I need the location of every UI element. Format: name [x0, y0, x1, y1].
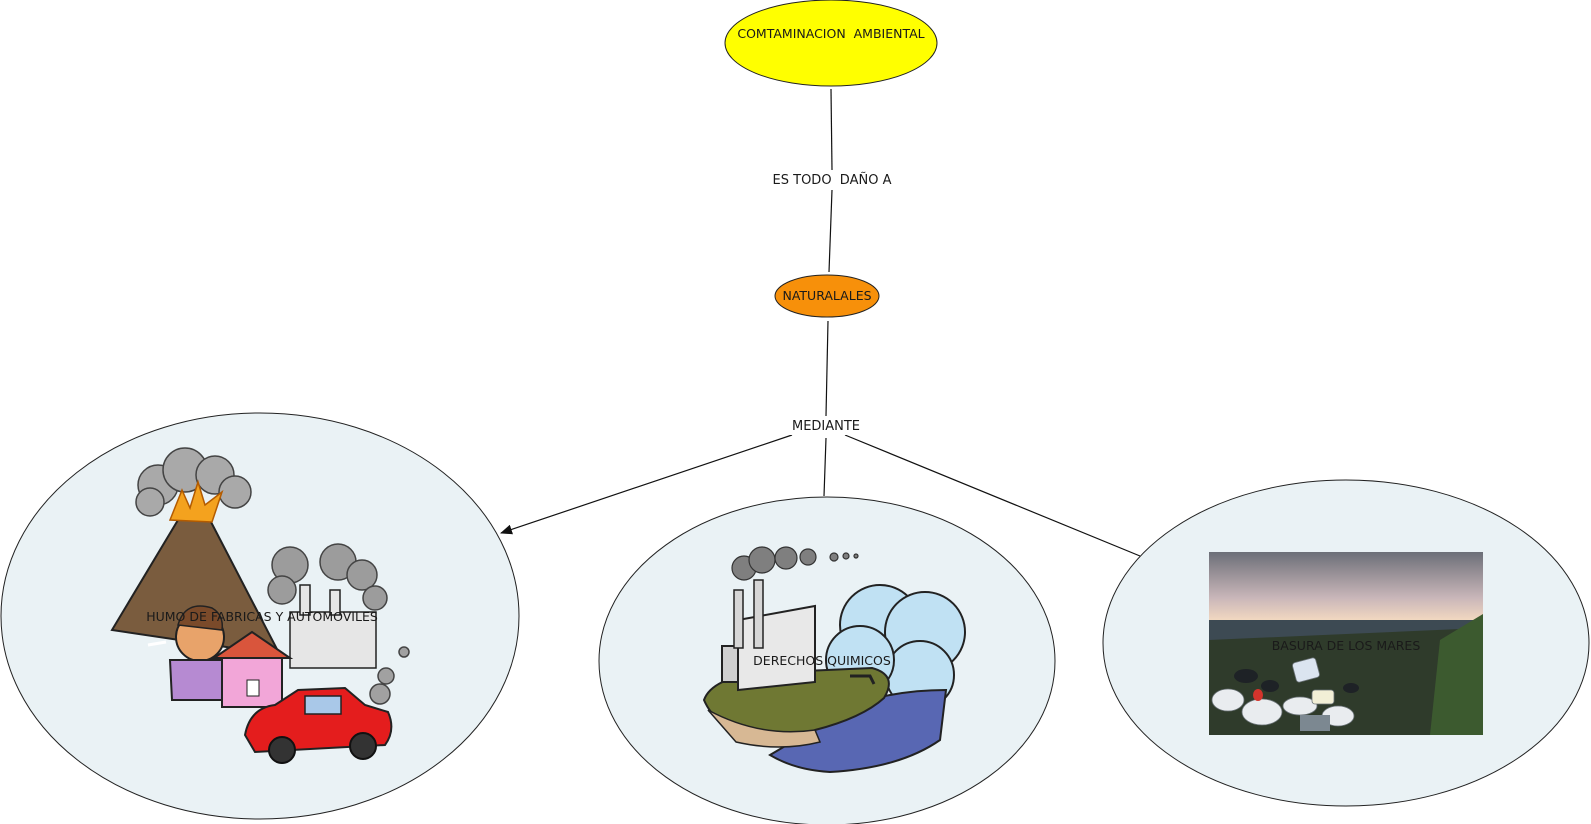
link2-to-leaf1-arrow: [500, 434, 793, 535]
factory-coast-illustration: [702, 546, 966, 774]
link2-to-leaf2-line: [823, 437, 827, 497]
concept-to-link2-line: [825, 320, 829, 417]
root-to-link1-line: [830, 88, 833, 171]
leaf-label-smoke: HUMO DE FABRICAS Y AUTOMOVILES: [146, 609, 378, 624]
leaf-label-sea-garbage: BASURA DE LOS MARES: [1271, 638, 1421, 653]
link-label-es-todo-dano-a: ES TODO DAÑO A: [769, 173, 895, 189]
beach-garbage-photo: [1209, 552, 1483, 735]
link-label-mediante: MEDIANTE: [788, 419, 864, 435]
volcano-factory-car-illustration: [110, 447, 410, 764]
root-node-label: COMTAMINACION AMBIENTAL: [737, 26, 925, 41]
connectors: [500, 88, 1141, 557]
root-node[interactable]: [724, 0, 938, 87]
concept-node-label: NATURALALES: [782, 288, 872, 303]
concept-node[interactable]: [774, 274, 880, 318]
leaf-label-chemicals: DERECHOS QUIMICOS: [753, 653, 891, 668]
link2-to-leaf3-line: [844, 434, 1141, 557]
link1-to-concept-line: [828, 189, 833, 273]
